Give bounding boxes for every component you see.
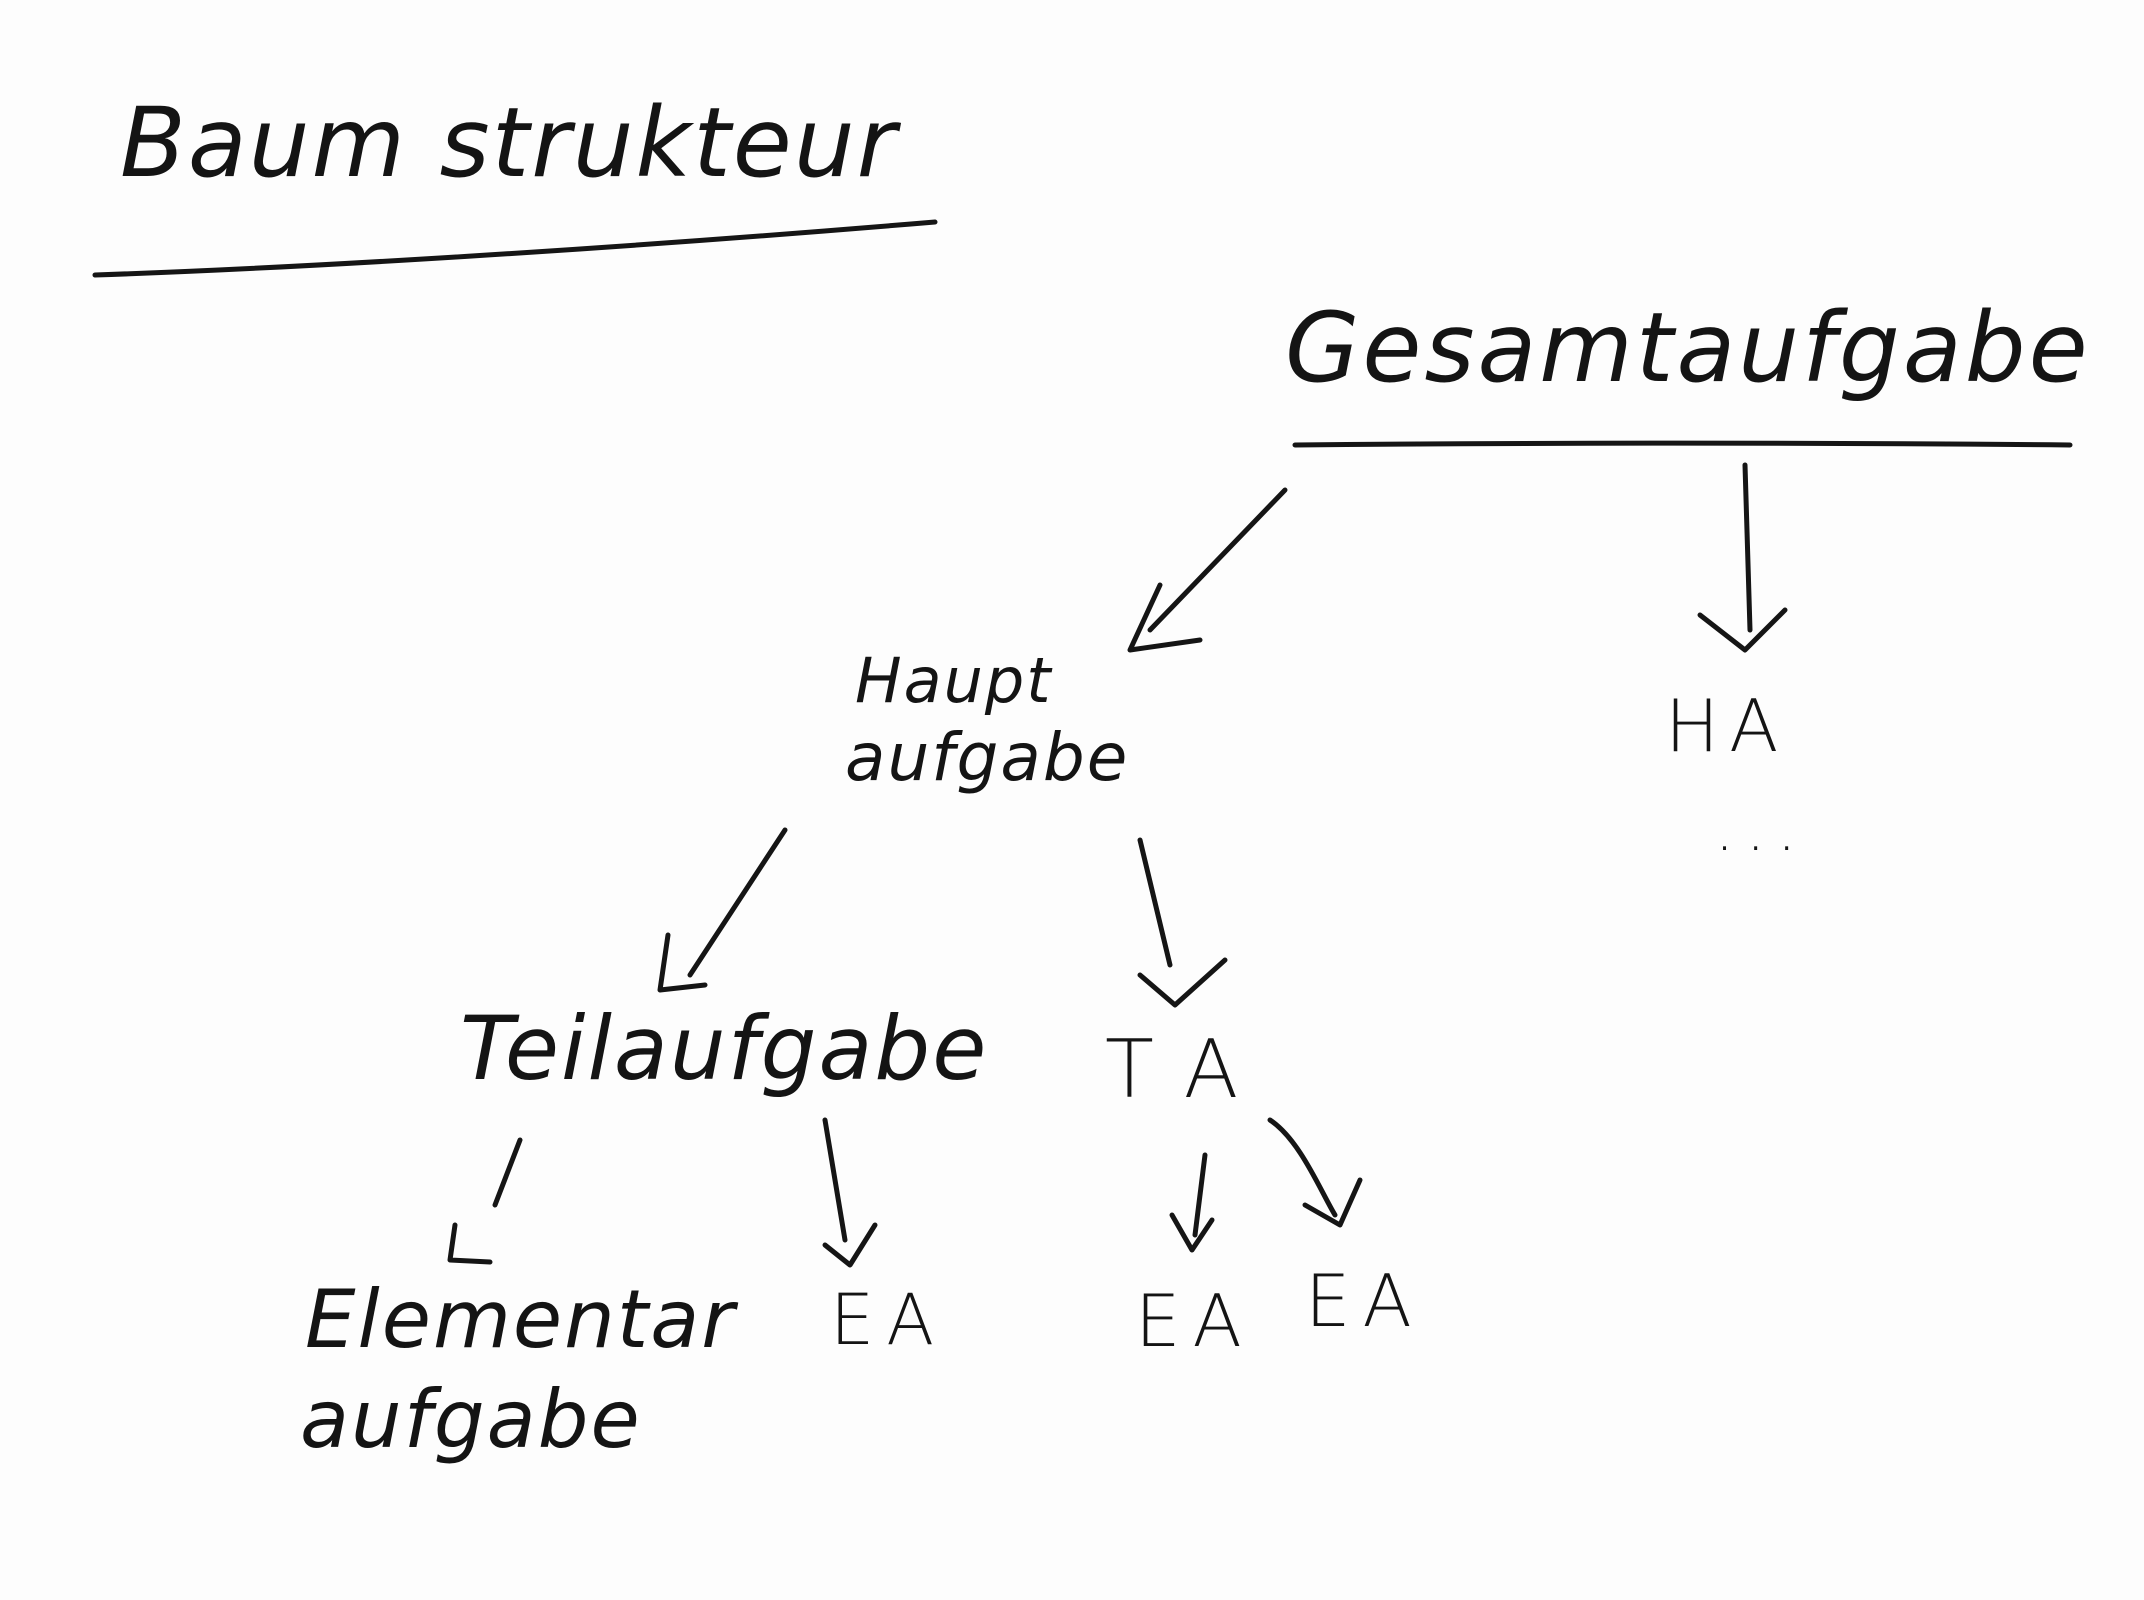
edge-teil-to-elementar <box>492 1137 523 1208</box>
arrowhead-root-to-ha <box>1697 607 1788 653</box>
node-hauptaufgabe-line1: Haupt <box>855 644 1053 717</box>
edge-teil-to-ea <box>822 1117 848 1243</box>
edge-haupt-to-teil <box>687 827 788 978</box>
arrowhead-haupt-to-teil <box>657 932 708 993</box>
arrowhead-root-to-hauptaufgabe <box>1127 582 1203 653</box>
node-ea-1: EA <box>830 1279 947 1361</box>
node-ellipsis: ... <box>1715 795 1809 865</box>
arrowhead-ta-to-ea-left <box>1169 1212 1215 1253</box>
node-gesamtaufgabe: Gesamtaufgabe <box>1285 292 2091 404</box>
node-elementaraufgabe-line2: aufgabe <box>300 1373 642 1466</box>
node-teilaufgabe: Teilaufgabe <box>460 997 989 1100</box>
node-ta: TA <box>1105 1023 1275 1116</box>
title-underline <box>92 219 938 278</box>
edge-ta-to-ea-left <box>1192 1152 1208 1238</box>
arrowhead-teil-to-ea <box>822 1222 878 1268</box>
node-ha: HA <box>1665 684 1789 768</box>
edge-ta-to-ea-right <box>1267 1117 1338 1218</box>
arrowhead-haupt-to-ta <box>1137 957 1228 1008</box>
edge-root-to-ha <box>1742 462 1753 633</box>
edge-root-to-hauptaufgabe <box>1147 487 1288 633</box>
diagram-title: Baum strukteur <box>120 87 899 199</box>
root-underline <box>1292 440 2073 448</box>
edge-haupt-to-ta <box>1137 837 1173 968</box>
node-hauptaufgabe-line2: aufgabe <box>845 719 1130 796</box>
node-ea-3: EA <box>1305 1259 1424 1343</box>
node-elementaraufgabe-line1: Elementar <box>305 1273 737 1366</box>
arrowhead-ta-to-ea-right <box>1302 1177 1363 1228</box>
node-ea-2: EA <box>1135 1279 1254 1363</box>
arrowhead-teil-to-elementar <box>447 1222 493 1265</box>
